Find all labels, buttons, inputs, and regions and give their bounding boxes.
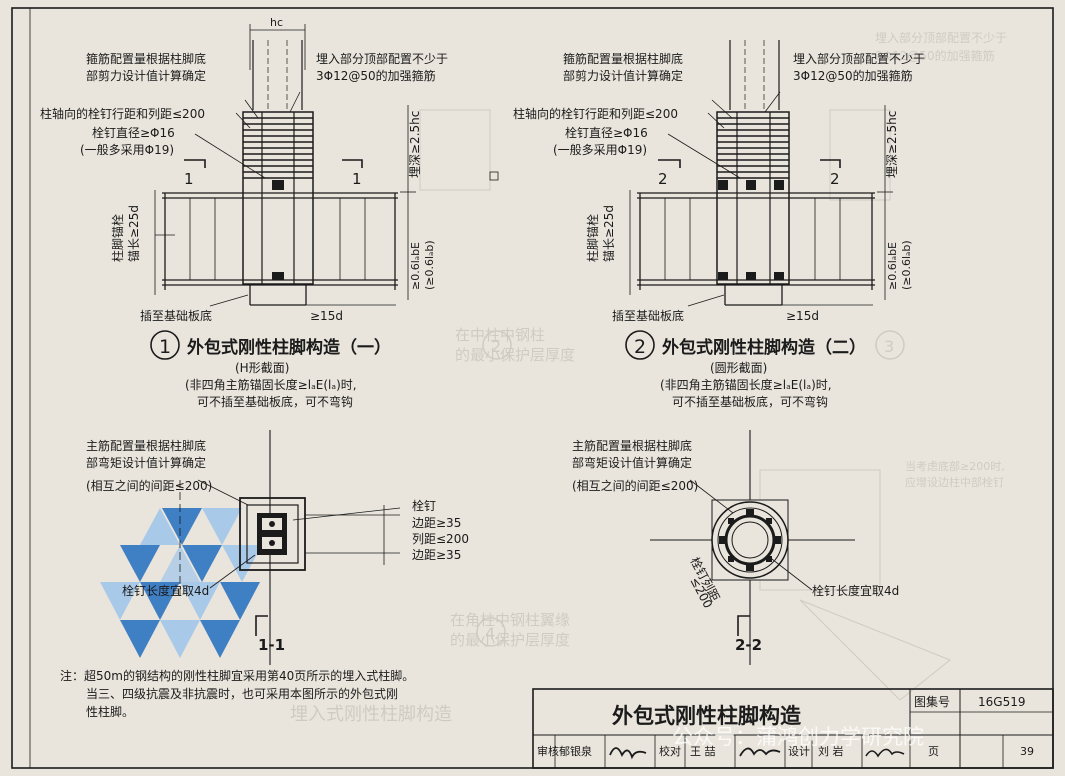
bleed-text: 埋入部分顶部配置不少于: [875, 30, 1007, 45]
anchor-bolt-label: 柱脚锚栓: [585, 214, 600, 262]
note-line: 性柱脚。: [86, 704, 134, 719]
detail-number-circle: [625, 330, 655, 360]
bleed-text: 3Φ12@50的加强箍筋: [875, 48, 995, 63]
atlas-number: 16G519: [978, 695, 1025, 709]
section-2-2: 主筋配置量根据柱脚底 部弯矩设计值计算确定 (相互之间的间距≤200) 栓钉列距…: [572, 430, 899, 665]
bleed-num: 4: [485, 624, 495, 643]
note-stirrup: 箍筋配置量根据柱脚底: [563, 51, 683, 66]
bleed-text: 应增设边柱中部栓钉: [905, 475, 1004, 489]
tb-role: 设计: [788, 745, 810, 758]
note-top-stirrup: 埋入部分顶部配置不少于: [316, 51, 448, 66]
dim-embed-depth: 埋深≥2.5hc: [885, 111, 899, 178]
note-line: 注：超50m的钢结构的刚性柱脚宜采用第40页所示的埋入式柱脚。: [60, 668, 414, 683]
section-note: 部弯矩设计值计算确定: [86, 455, 206, 470]
tb-name: 王 喆: [690, 745, 716, 758]
stud-dim: 边距≥35: [412, 516, 461, 530]
stud-length-note: 栓钉长度宜取4d: [812, 583, 899, 598]
note-top-stirrup: 3Φ12@50的加强箍筋: [316, 68, 436, 83]
detail-desc: 可不插至基础板底，可不弯钩: [672, 394, 828, 409]
note-base-plate: 插至基础板底: [140, 308, 212, 323]
tb-role: 校对: [659, 744, 681, 758]
note-top-stirrup: 3Φ12@50的加强箍筋: [793, 68, 913, 83]
bleed-text: 在角柱中钢柱翼缘: [450, 611, 570, 629]
bleed-num: 3: [884, 337, 894, 356]
watermark: 公众号：蒲鸿创力学研究院: [672, 725, 924, 749]
bleed-text: 当考虑底部≥200时,: [905, 459, 1005, 473]
dim-anchorage: ≥0.6lₐbE: [886, 242, 899, 290]
detail-1-elevation: hc: [40, 16, 448, 409]
cut-mark-left: 2: [658, 170, 668, 188]
sheet-title: 外包式刚性柱脚构造: [612, 704, 802, 728]
anchor-bolt-length: 锚长≥25d: [126, 205, 141, 262]
bleed-text: 的最小保护层厚度: [455, 346, 575, 364]
note-stud-diameter: 栓钉直径≥Φ16: [565, 125, 648, 140]
detail-subtitle: (H形截面): [235, 361, 289, 375]
page-number: 39: [1020, 745, 1034, 758]
dim-anchorage: (≥0.6lₐb): [900, 240, 913, 290]
general-note: 注：超50m的钢结构的刚性柱脚宜采用第40页所示的埋入式柱脚。 当三、四级抗震及…: [60, 668, 414, 719]
bleed-text: 埋入式刚性柱脚构造: [290, 704, 452, 725]
detail-desc: (非四角主筋锚固长度≥lₐE(lₐ)时,: [660, 377, 832, 392]
bleed-text: 的最小保护层厚度: [450, 631, 570, 649]
detail-number: 1: [159, 336, 171, 358]
tb-name: 郁银泉: [559, 744, 592, 758]
stud-dim: 列距≤200: [412, 532, 469, 546]
note-stud-diameter: (一般多采用Φ19): [553, 142, 647, 157]
section-label: 1-1: [258, 636, 285, 654]
section-note: 主筋配置量根据柱脚底: [86, 438, 206, 453]
detail-subtitle: (圆形截面): [710, 361, 767, 375]
note-stud-spacing: 柱轴向的栓钉行距和列距≤200: [513, 106, 678, 121]
section-note: (相互之间的间距≤200): [572, 478, 698, 493]
cut-mark-left: 1: [184, 170, 194, 188]
title-block: 外包式刚性柱脚构造 图集号 16G519 审核 郁银泉 校对 王 喆 设计 刘 …: [532, 688, 1054, 769]
stud-label: 栓钉: [412, 498, 436, 513]
cut-mark-right: 1: [352, 170, 362, 188]
stud-length-note: 栓钉长度宜取4d: [122, 583, 209, 598]
detail-desc: (非四角主筋锚固长度≥lₐE(lₐ)时,: [185, 377, 357, 392]
publisher-logo: [100, 508, 262, 658]
anchor-bolt-label: 柱脚锚栓: [110, 214, 125, 262]
note-stud-diameter: 栓钉直径≥Φ16: [92, 125, 175, 140]
signature-reviewer: [609, 747, 647, 760]
atlas-label: 图集号: [914, 694, 950, 709]
dim-anchorage: (≥0.6lₐb): [423, 240, 436, 290]
note-stud-spacing: 柱轴向的栓钉行距和列距≤200: [40, 106, 205, 121]
section-note: 主筋配置量根据柱脚底: [572, 438, 692, 453]
note-line: 当三、四级抗震及非抗震时，也可采用本图所示的外包式刚: [86, 686, 398, 701]
section-label: 2-2: [735, 636, 762, 654]
bleed-through-layer: 埋入部分顶部配置不少于 3Φ12@50的加强箍筋 2 在中柱中钢柱 的最小保护层…: [290, 30, 1007, 725]
tb-role: 页: [928, 745, 939, 758]
detail-number-circle: [150, 330, 180, 360]
cut-mark-right: 2: [830, 170, 840, 188]
stud-dim: 边距≥35: [412, 548, 461, 562]
dim-anchorage: ≥0.6lₐbE: [409, 242, 422, 290]
section-note: (相互之间的间距≤200): [86, 478, 212, 493]
detail-desc: 可不插至基础板底，可不弯钩: [197, 394, 353, 409]
note-top-stirrup: 埋入部分顶部配置不少于: [793, 51, 925, 66]
section-note: 部弯矩设计值计算确定: [572, 455, 692, 470]
dim-hc: hc: [270, 16, 283, 29]
tb-name: 刘 岩: [818, 744, 844, 758]
note-stirrup: 部剪力设计值计算确定: [563, 68, 683, 83]
note-base-plate: 插至基础板底: [612, 308, 684, 323]
bleed-num: 2: [491, 337, 501, 356]
detail-title: 外包式刚性柱脚构造（二）: [662, 337, 866, 358]
tb-role: 审核: [537, 744, 559, 758]
dim-embed-depth: 埋深≥2.5hc: [408, 111, 422, 178]
anchor-bolt-length: 锚长≥25d: [601, 205, 616, 262]
dim-15d: ≥15d: [310, 309, 343, 323]
signature-designer: [865, 748, 905, 758]
note-stirrup: 箍筋配置量根据柱脚底: [86, 51, 206, 66]
signature-checker: [739, 747, 781, 757]
detail-title: 外包式刚性柱脚构造（一）: [187, 337, 391, 358]
detail-number: 2: [634, 336, 646, 358]
dim-15d: ≥15d: [786, 309, 819, 323]
bleed-text: 在中柱中钢柱: [455, 326, 545, 344]
detail-2-elevation: 2 2 箍筋配置量根据柱脚底 部剪力设计值计算确定 埋入部分顶部配置不少于 3Φ…: [489, 40, 925, 409]
note-stud-diameter: (一般多采用Φ19): [80, 142, 174, 157]
note-stirrup: 部剪力设计值计算确定: [86, 68, 206, 83]
section-1-1: 主筋配置量根据柱脚底 部弯矩设计值计算确定 (相互之间的间距≤200) 栓钉 边…: [86, 430, 469, 665]
